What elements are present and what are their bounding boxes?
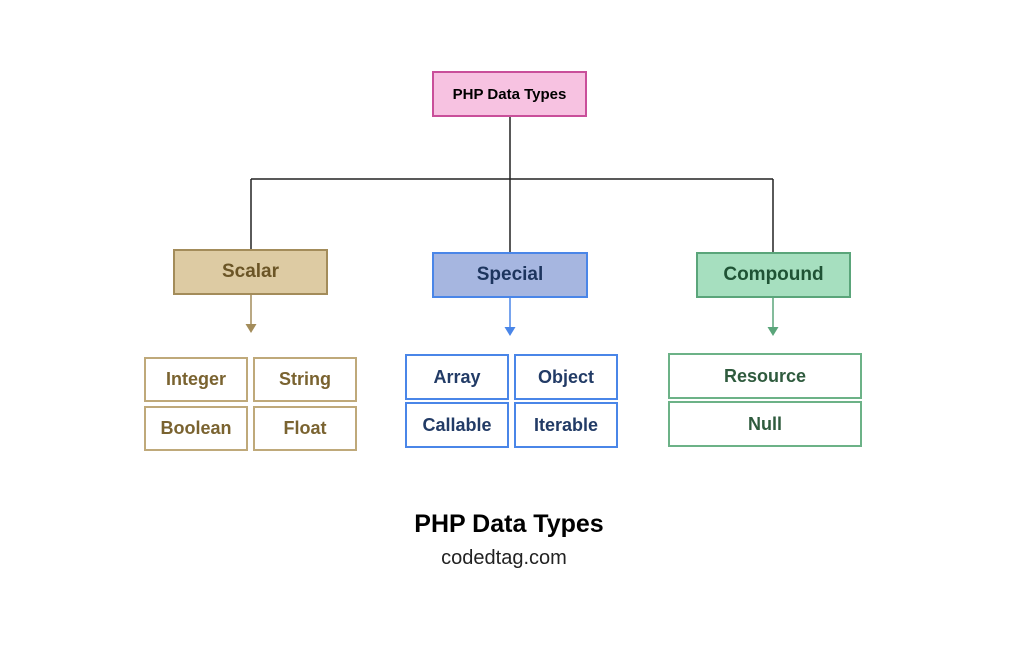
compound-item-label: Null: [748, 413, 782, 434]
scalar-item-label: Boolean: [160, 418, 232, 438]
scalar-item-label: Integer: [165, 369, 226, 389]
category-compound: Compound: [696, 252, 851, 298]
special-arrow: [504, 298, 516, 336]
scalar-item-string: String: [253, 357, 357, 402]
scalar-item-integer: Integer: [144, 357, 248, 402]
category-special: Special: [432, 252, 588, 298]
compound-arrow: [767, 298, 779, 336]
special-item-array: Array: [405, 354, 509, 400]
category-special-label: Special: [476, 264, 544, 285]
special-item-callable: Callable: [405, 402, 509, 448]
scalar-item-boolean: Boolean: [144, 406, 248, 451]
caption-title: PHP Data Types: [414, 510, 604, 538]
caption-subtitle: codedtag.com: [441, 547, 567, 569]
category-scalar: Scalar: [173, 249, 328, 295]
special-item-label: Callable: [422, 414, 492, 435]
scalar-item-label: Float: [283, 418, 327, 438]
scalar-item-label: String: [279, 369, 331, 389]
scalar-arrow: [245, 295, 257, 333]
special-item-iterable: Iterable: [514, 402, 618, 448]
compound-item-label: Resource: [723, 365, 807, 386]
special-item-label: Array: [433, 366, 481, 387]
root-node-label: PHP Data Types: [452, 85, 567, 103]
category-compound-label: Compound: [723, 264, 824, 285]
special-item-object: Object: [514, 354, 618, 400]
compound-item-resource: Resource: [668, 353, 862, 399]
special-item-label: Object: [537, 366, 594, 387]
category-scalar-label: Scalar: [221, 261, 280, 282]
compound-item-null: Null: [668, 401, 862, 447]
scalar-item-float: Float: [253, 406, 357, 451]
special-item-label: Iterable: [533, 414, 599, 435]
root-node: PHP Data Types: [432, 71, 587, 117]
